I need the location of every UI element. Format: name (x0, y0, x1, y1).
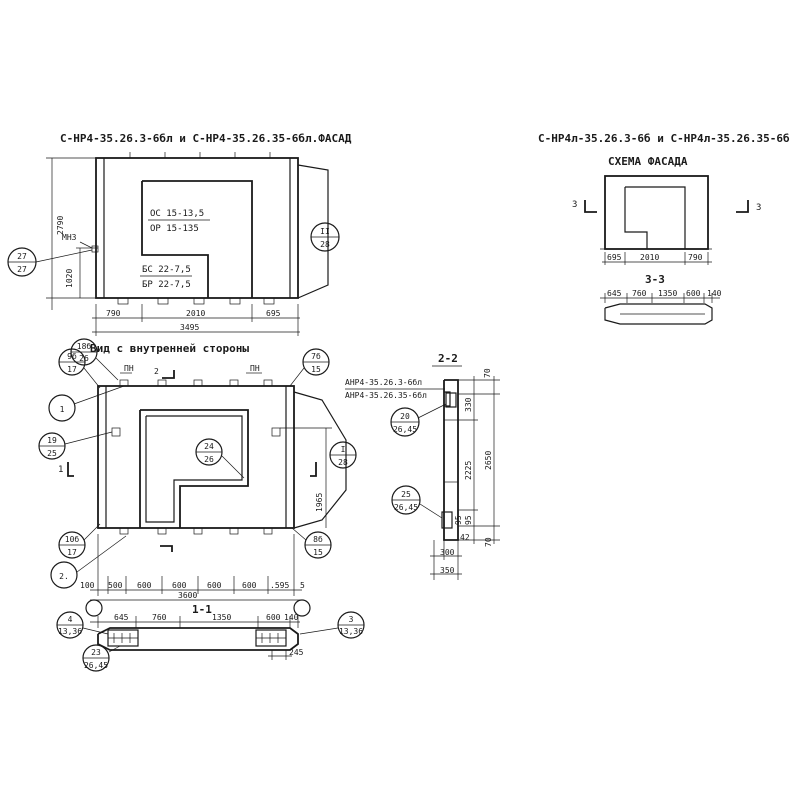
section-22: 2-2 АНР4-35.26.3-6бл АНР4-35.26.35-6бл 7… (345, 352, 500, 580)
dim-1965: 1965 (315, 493, 324, 512)
facade-main: С-НР4-35.26.3-6бл и С-НР4-35.26.35-6бл.Ф… (7, 132, 352, 336)
inner-view-title: Вид с внутренней стороны (90, 342, 249, 355)
sec22-dim-70b: 70 (484, 537, 493, 547)
callout-20-bot: 26,45 (393, 425, 417, 434)
scheme-dim-1350: 1350 (658, 289, 677, 298)
inner-panel-outline (97, 385, 295, 529)
callout-8-top: 8б (313, 534, 323, 544)
sec22-dim-330: 330 (464, 397, 473, 412)
opening-bc-label: БС 22-7,5 (142, 265, 191, 275)
callout-3-bot: 13,36 (339, 627, 363, 636)
opening-oc-label: ОС 15-13,5 (150, 209, 204, 219)
sec22-dim-2225: 2225 (464, 461, 473, 480)
callout-1: 1 (60, 405, 65, 414)
dim-500: 500 (108, 581, 123, 590)
callout-25-top: 25 (401, 490, 411, 499)
dim-600-a: 600 (137, 581, 152, 590)
inner-view: Вид с внутренней стороны ПН ПН 2 1 (38, 338, 357, 617)
scheme-title: СХЕМА ФАСАДА (608, 155, 688, 168)
dim-3600: 3600 (178, 591, 197, 600)
callout-23-bot: 26,45 (84, 661, 108, 670)
opening-br-label: БР 22-7,5 (142, 280, 191, 290)
dim-2790: 2790 (56, 216, 65, 235)
callout-3-top: 3 (349, 615, 354, 624)
sec22-dim-350: 350 (440, 566, 455, 575)
scheme-dim-600: 600 (686, 289, 701, 298)
callout-27-bot: 27 (17, 265, 27, 274)
callout-4-bot: 13,36 (58, 627, 82, 636)
mark-3-left: 3 (572, 200, 577, 210)
callout-24-top: 24 (204, 442, 214, 451)
callout-I-top: I (341, 445, 346, 454)
callout-7-bot: 15 (311, 365, 321, 374)
scheme-dim-790: 790 (688, 253, 703, 262)
facade-small-title: С-НР4л-35.26.3-6б и С-НР4л-35.26.35-6б (538, 132, 790, 145)
dim-790: 790 (106, 309, 121, 318)
sec22-dim-95b: 95 (464, 515, 473, 525)
pn-label-1: ПН (124, 364, 134, 373)
callout-25-bot: 26,45 (394, 503, 418, 512)
pn-label-2: ПН (250, 364, 260, 373)
dim-600-c: 600 (207, 581, 222, 590)
callout-2: 2. (59, 572, 69, 581)
scheme-dim-140: 140 (707, 289, 722, 298)
scheme-dim-695: 695 (607, 253, 622, 262)
sec11-dim-600: 600 (266, 613, 281, 622)
dim-100: 100 (80, 581, 95, 590)
section-22-title: 2-2 (438, 352, 458, 365)
facade-main-title: С-НР4-35.26.3-6бл и С-НР4-35.26.35-6бл.Ф… (60, 132, 352, 145)
sec11-dim-245: 245 (289, 648, 304, 657)
mark-3-right: 3 (756, 203, 761, 213)
anr-label-2: АНР4-35.26.35-6бл (345, 390, 427, 400)
facade-scheme: С-НР4л-35.26.3-6б и С-НР4л-35.26.35-6б С… (538, 132, 790, 325)
callout-I-bot: 28 (338, 458, 348, 467)
sec11-dim-645: 645 (114, 613, 129, 622)
anr-label-1: АНР4-35.26.3-6бл (345, 377, 422, 387)
sec22-dim-42: 42 (460, 533, 470, 542)
section-33-title: 3-3 (645, 273, 665, 286)
callout-II-bot: 28 (320, 240, 330, 249)
scheme-dim-645: 645 (607, 289, 622, 298)
callout-10-bot: 17 (67, 548, 77, 557)
callout-23-top: 23 (91, 648, 101, 657)
callout-9-top: 9б (67, 351, 77, 361)
callout-II-top: II (320, 227, 330, 236)
sec11-dim-1350: 1350 (212, 613, 231, 622)
scheme-dim-760: 760 (632, 289, 647, 298)
callout-4-top: 4 (68, 615, 73, 624)
dim-595: .595 (270, 581, 289, 590)
callout-9-bot: 17 (67, 365, 77, 374)
callout-10-top: 10б (65, 534, 80, 544)
dim-3495: 3495 (180, 323, 199, 332)
section-11-title: 1-1 (192, 603, 212, 616)
section-11: 1-1 645 760 1350 600 140 245 4 13,36 3 (56, 603, 365, 672)
opening-op-label: ОР 15-135 (150, 224, 199, 234)
sec22-dim-70a: 70 (483, 368, 492, 378)
callout-27-top: 27 (17, 252, 27, 261)
callout-24-bot: 26 (204, 455, 214, 464)
sec11-dim-140: 140 (284, 613, 299, 622)
mark-1-left: 1 (58, 465, 63, 475)
dim-600-b: 600 (172, 581, 187, 590)
sec22-dim-2650: 2650 (484, 451, 493, 470)
dim-600-d: 600 (242, 581, 257, 590)
callout-19-bot: 25 (47, 449, 57, 458)
callout-18-top: 18б (77, 341, 92, 351)
sec22-dim-95a: 95 (454, 515, 463, 525)
mark-2-top: 2 (154, 367, 159, 376)
callout-7-top: 7б (311, 351, 321, 361)
sec11-dim-760: 760 (152, 613, 167, 622)
dim-1020: 1020 (65, 269, 74, 288)
sec22-dim-300: 300 (440, 548, 455, 557)
callout-20-top: 20 (400, 412, 410, 421)
callout-8-bot: 15 (313, 548, 323, 557)
dim-2010: 2010 (186, 309, 205, 318)
scheme-dim-2010: 2010 (640, 253, 659, 262)
dim-695: 695 (266, 309, 281, 318)
mn3-label: МН3 (62, 233, 77, 242)
callout-19-top: 19 (47, 436, 57, 445)
dim-5: 5 (300, 581, 305, 590)
